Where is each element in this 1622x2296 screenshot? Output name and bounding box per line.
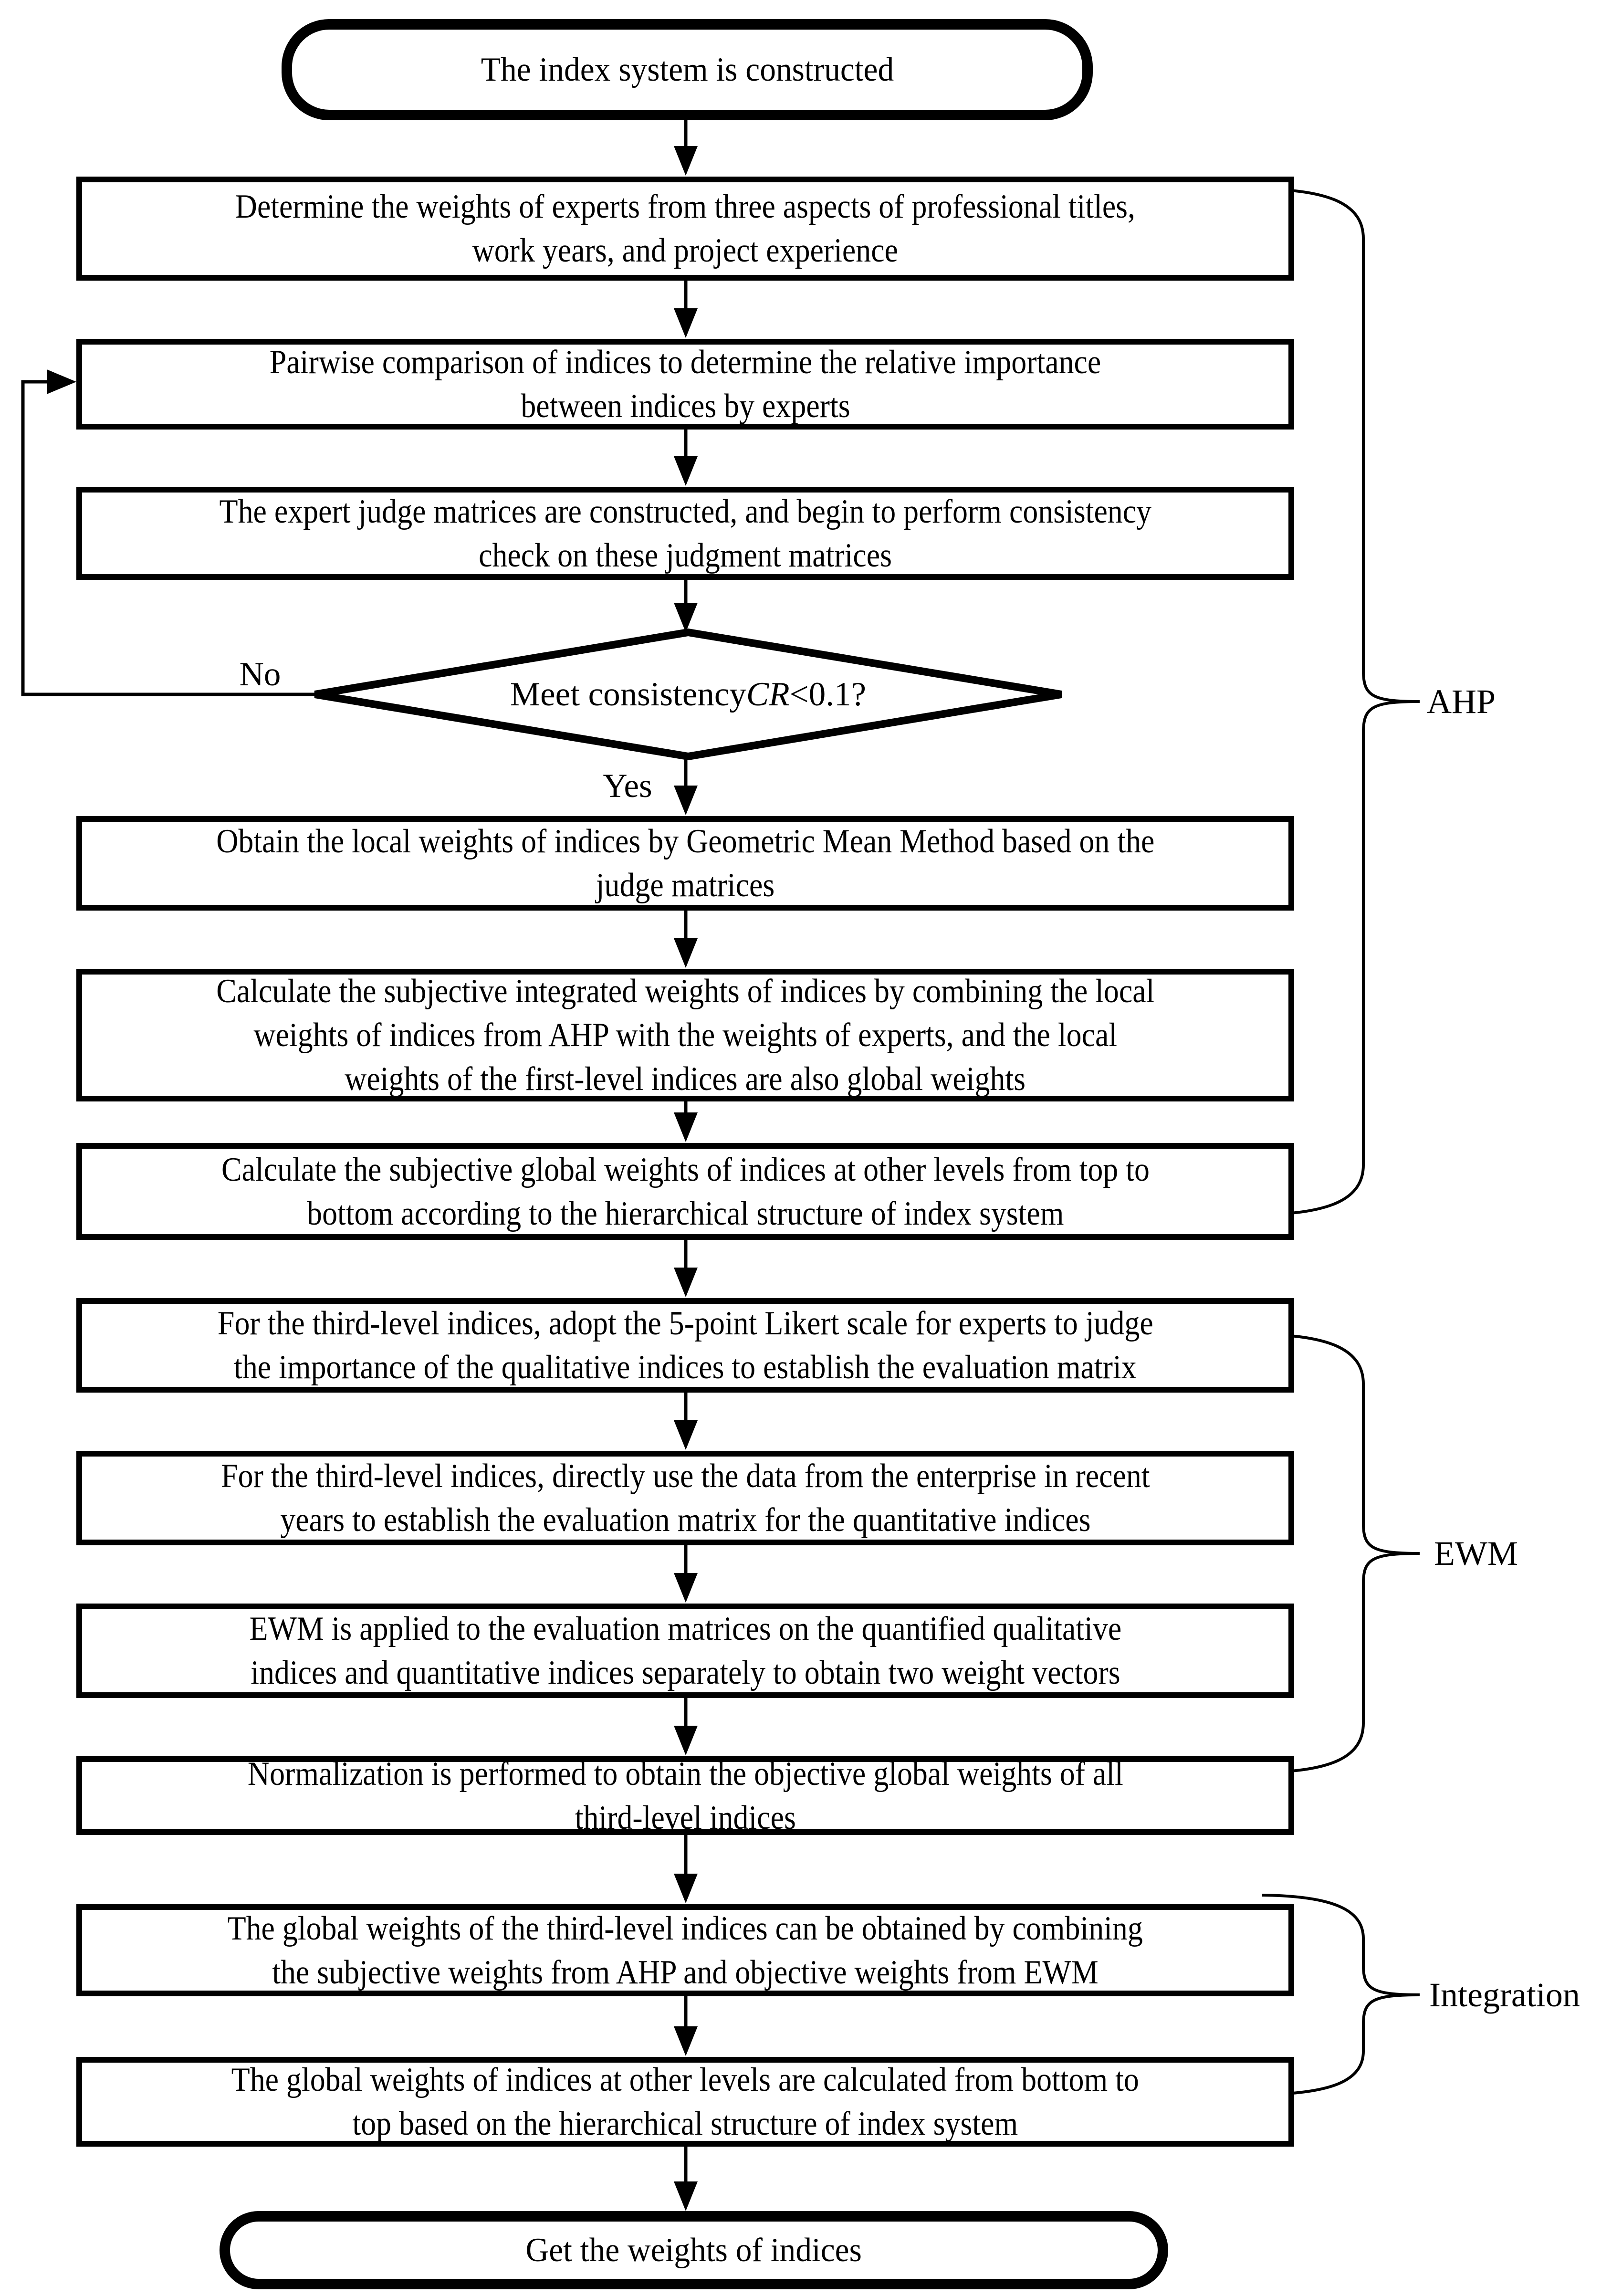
process-text-line: The global weights of indices at other l… (231, 2061, 1140, 2098)
process-text-line: years to establish the evaluation matrix… (280, 1501, 1091, 1539)
process-text-line: weights of indices from AHP with the wei… (253, 1017, 1117, 1054)
flow-arrow-1 (674, 120, 698, 176)
process-text-line: The global weights of the third-level in… (227, 1909, 1143, 1947)
process-text-line: Obtain the local weights of indices by G… (216, 823, 1155, 860)
decision-text-cr: CR (746, 675, 790, 713)
process-box-combine-ahp-ewm: The global weights of the third-level in… (76, 1904, 1294, 1996)
process-text-line: bottom according to the hierarchical str… (306, 1195, 1064, 1232)
flow-arrow-13 (674, 1996, 698, 2056)
decision-text-before: Meet consistency (510, 675, 746, 713)
process-box-expert-weights: Determine the weights of experts from th… (76, 177, 1294, 281)
process-text-line: judge matrices (596, 867, 775, 904)
process-box-local-weights: Obtain the local weights of indices by G… (76, 816, 1294, 911)
flow-arrow-9 (674, 1393, 698, 1450)
process-text-line: indices and quantitative indices separat… (250, 1654, 1120, 1691)
process-text-line: work years, and project experience (472, 232, 899, 269)
flow-arrow-3 (674, 429, 698, 486)
process-text-line: The expert judge matrices are constructe… (219, 493, 1151, 530)
process-text-line: third-level indices (575, 1799, 796, 1836)
no-loop-arrow (21, 369, 315, 696)
process-text-line: Calculate the subjective global weights … (221, 1151, 1150, 1188)
process-text-line: Determine the weights of experts from th… (235, 188, 1136, 225)
decision-diamond-shape (314, 628, 1062, 761)
flow-arrow-7 (674, 1101, 698, 1142)
process-box-enterprise-data: For the third-level indices, directly us… (76, 1451, 1294, 1545)
process-text-line: For the third-level indices, adopt the 5… (217, 1305, 1153, 1342)
end-terminal: Get the weights of indices (220, 2211, 1168, 2289)
ahp-brace (1262, 188, 1420, 1216)
flow-arrow-5 (674, 756, 698, 815)
process-text-line: the importance of the qualitative indice… (234, 1349, 1137, 1386)
process-text-line: weights of the first-level indices are a… (345, 1060, 1026, 1098)
flow-arrow-4 (674, 580, 698, 632)
flow-arrow-8 (674, 1240, 698, 1297)
integration-brace-label: Integration (1429, 1976, 1580, 2014)
process-box-likert-scale: For the third-level indices, adopt the 5… (76, 1298, 1294, 1393)
flow-arrow-11 (674, 1698, 698, 1755)
process-text-line: Calculate the subjective integrated weig… (216, 973, 1155, 1010)
process-box-normalization: Normalization is performed to obtain the… (76, 1755, 1294, 1836)
start-terminal-label: The index system is constructed (481, 51, 894, 88)
start-terminal: The index system is constructed (282, 19, 1093, 120)
process-box-pairwise-comparison: Pairwise comparison of indices to determ… (76, 339, 1294, 430)
no-label: No (239, 656, 281, 693)
process-box-subjective-global-weights: Calculate the subjective global weights … (76, 1143, 1294, 1240)
flow-arrow-10 (674, 1545, 698, 1603)
ewm-brace (1262, 1333, 1420, 1774)
process-text-line: top based on the hierarchical structure … (352, 2105, 1018, 2142)
process-text-line: check on these judgment matrices (479, 536, 892, 574)
ewm-brace-label: EWM (1434, 1534, 1518, 1573)
process-text-line: Normalization is performed to obtain the… (247, 1755, 1123, 1793)
flow-arrow-6 (674, 911, 698, 968)
process-text-line: the subjective weights from AHP and obje… (272, 1953, 1099, 1991)
process-text-line: For the third-level indices, directly us… (220, 1457, 1150, 1495)
process-text-line: between indices by experts (520, 388, 850, 425)
process-box-ewm-weight-vectors: EWM is applied to the evaluation matrice… (76, 1604, 1294, 1698)
decision-text-after: <0.1? (789, 675, 866, 713)
integration-brace (1262, 1894, 1420, 2096)
end-terminal-label: Get the weights of indices (525, 2231, 862, 2269)
ahp-brace-label: AHP (1427, 682, 1496, 721)
process-text-line: Pairwise comparison of indices to determ… (269, 344, 1101, 381)
flow-arrow-12 (674, 1835, 698, 1903)
process-box-judge-matrices: The expert judge matrices are constructe… (76, 487, 1294, 580)
process-box-subjective-integrated-weights: Calculate the subjective integrated weig… (76, 969, 1294, 1101)
process-text-line: EWM is applied to the evaluation matrice… (249, 1610, 1121, 1647)
yes-label: Yes (603, 767, 652, 805)
decision-diamond-text: Meet consistency CR<0.1? (306, 668, 1070, 721)
flow-arrow-14 (674, 2147, 698, 2211)
flow-arrow-2 (674, 281, 698, 338)
process-box-bottom-up-weights: The global weights of indices at other l… (76, 2057, 1294, 2147)
